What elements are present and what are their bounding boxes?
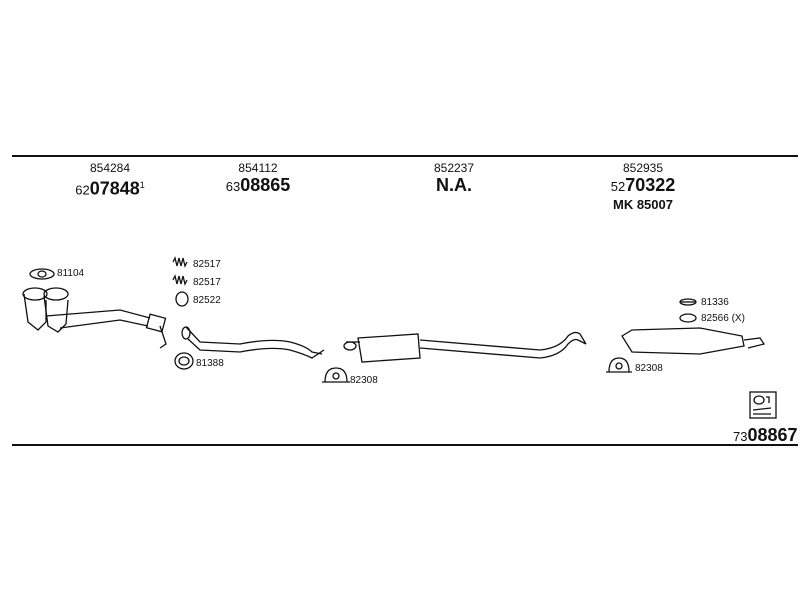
rear-silencer-code: 5270322 <box>610 175 676 195</box>
rear-silencer-drawing <box>621 327 766 355</box>
middle-silencer-part-number: 852237 <box>433 161 475 175</box>
gasket-icon <box>29 268 55 280</box>
clamp-icon <box>606 357 632 373</box>
intermediate-pipe-header: 854112 6308865 <box>226 161 291 197</box>
rear-silencer-kit-code: MK 85007 <box>613 197 673 212</box>
spring-icon <box>172 256 188 286</box>
front-pipe-drawing <box>22 287 167 349</box>
sealing-ring-icon <box>174 352 194 370</box>
rubber-hanger-icon <box>679 313 697 323</box>
gasket-label: 81104 <box>57 268 85 279</box>
front-pipe-header: 854284 62078481 <box>75 161 145 200</box>
fitting-kit-icon <box>749 391 777 419</box>
front-pipe-code: 62078481 <box>75 178 145 199</box>
sealing-ring-label: 82522 <box>193 295 221 306</box>
rubber-hanger-label: 82566 (X) <box>701 313 745 324</box>
middle-silencer-drawing <box>343 331 587 363</box>
front-pipe-part-number: 854284 <box>89 161 131 175</box>
intermediate-pipe-code: 6308865 <box>225 175 291 195</box>
kit-reference-code: 7308867 <box>733 425 798 445</box>
sealing-ring-label: 81388 <box>196 358 224 369</box>
intermediate-pipe-drawing <box>181 326 325 359</box>
clamp-label: 82308 <box>350 375 378 386</box>
middle-silencer-header: 852237 N.A. <box>434 161 474 197</box>
middle-silencer-code: N.A. <box>435 175 472 195</box>
spring-label: 82517 <box>193 259 221 270</box>
rear-silencer-header: 852935 5270322 MK 85007 <box>611 161 676 213</box>
rear-silencer-part-number: 852935 <box>622 161 664 175</box>
rubber-hanger-icon <box>679 298 697 306</box>
clamp-icon <box>322 367 350 383</box>
spring-label: 82517 <box>193 277 221 288</box>
sealing-ring-icon <box>175 291 189 307</box>
top-rule <box>12 155 798 157</box>
rubber-hanger-label: 81336 <box>701 297 729 308</box>
intermediate-pipe-part-number: 854112 <box>238 161 278 175</box>
clamp-label: 82308 <box>635 363 663 374</box>
bottom-rule <box>12 444 798 446</box>
